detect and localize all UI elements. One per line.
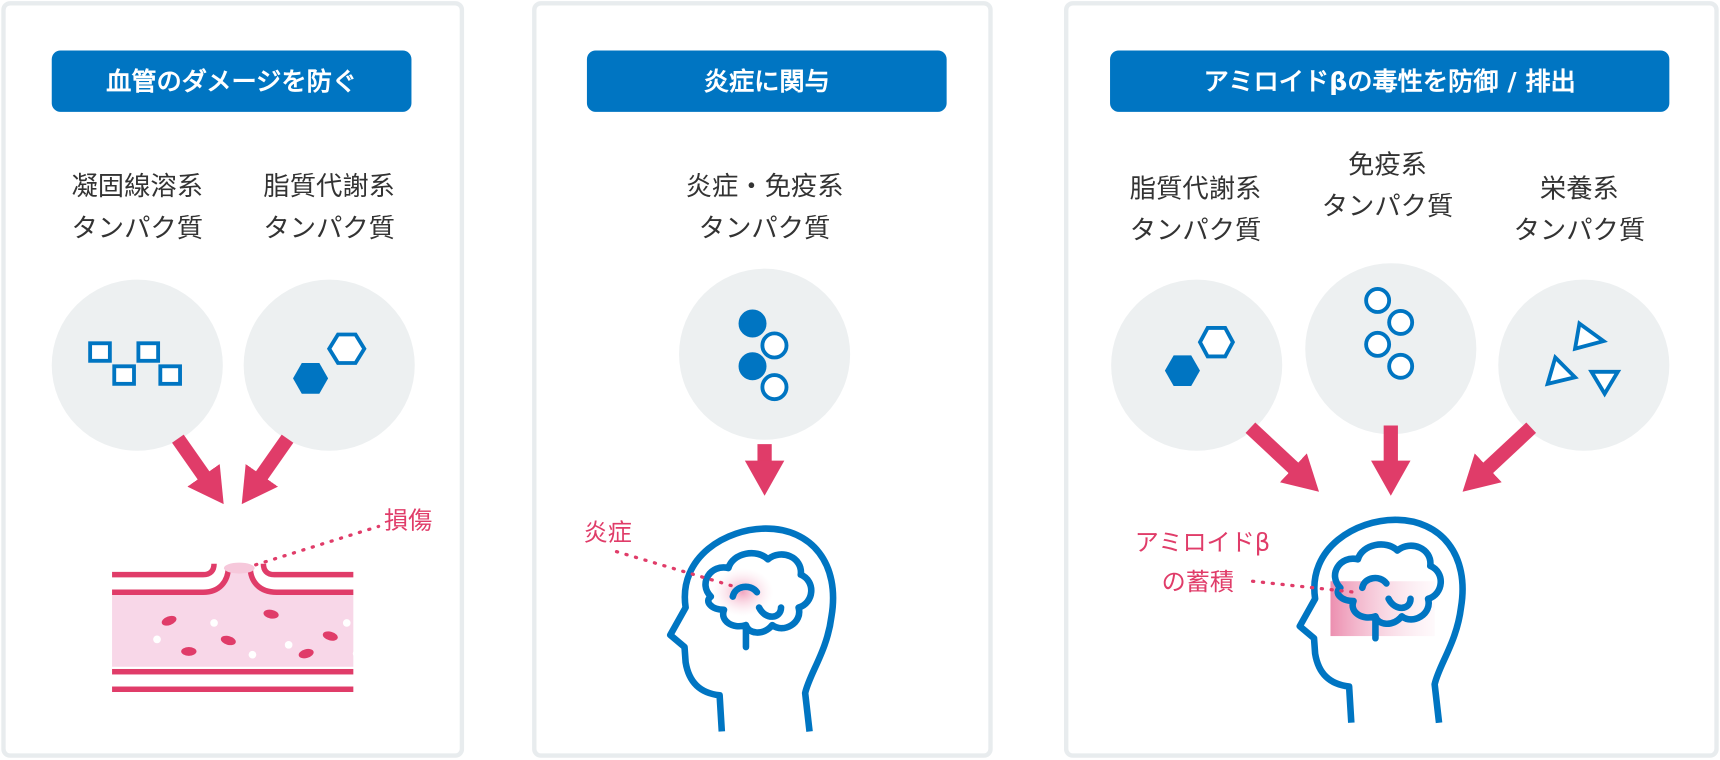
panel-title: 炎症に関与	[704, 67, 830, 96]
protein-label: 栄養系	[1540, 174, 1619, 204]
panel-amyloid: アミロイドβの毒性を防御 / 排出 脂質代謝系 タンパク質 免疫系 タンパク質 …	[1063, 1, 1719, 758]
circles-icon	[1364, 287, 1415, 380]
panel-vascular: 血管のダメージを防ぐ 凝固線溶系 タンパク質 脂質代謝系 タンパク質	[1, 1, 465, 758]
protein-label: タンパク質	[1130, 216, 1262, 246]
panel-title: アミロイドβの毒性を防御 / 排出	[1204, 67, 1576, 96]
panel-title-pill	[51, 50, 412, 112]
arrow-icon	[1245, 422, 1320, 492]
panel-title: 血管のダメージを防ぐ	[106, 67, 357, 96]
hexagons-icon	[293, 332, 367, 394]
arrow-icon	[1462, 422, 1537, 492]
protein-label: タンパク質	[699, 214, 831, 244]
arrow-icon	[172, 434, 224, 505]
protein-label: タンパク質	[71, 214, 203, 244]
blood-vessel-illustration	[112, 562, 361, 693]
damage-label: 損傷	[384, 507, 432, 535]
squares-icon	[88, 341, 182, 386]
protein-label: 炎症・免疫系	[686, 172, 844, 202]
hexagons-icon	[1164, 325, 1236, 387]
amyloid-label: アミロイドβ	[1135, 529, 1270, 557]
protein-label: 凝固線溶系	[71, 172, 203, 202]
protein-label: 免疫系	[1348, 150, 1427, 180]
arrow-icon	[241, 434, 294, 505]
amyloid-label: の蓄積	[1162, 568, 1234, 596]
protein-label: 脂質代謝系	[1130, 174, 1262, 204]
inflammation-label: 炎症	[584, 519, 632, 547]
circles-icon	[738, 309, 789, 402]
triangles-icon	[1544, 320, 1622, 398]
protein-label: 脂質代謝系	[263, 172, 395, 202]
protein-label: タンパク質	[263, 214, 395, 244]
protein-label: タンパク質	[1322, 192, 1454, 222]
panel-inflammation: 炎症に関与 炎症・免疫系 タンパク質 炎症	[532, 1, 993, 758]
protein-label: タンパク質	[1514, 216, 1646, 246]
